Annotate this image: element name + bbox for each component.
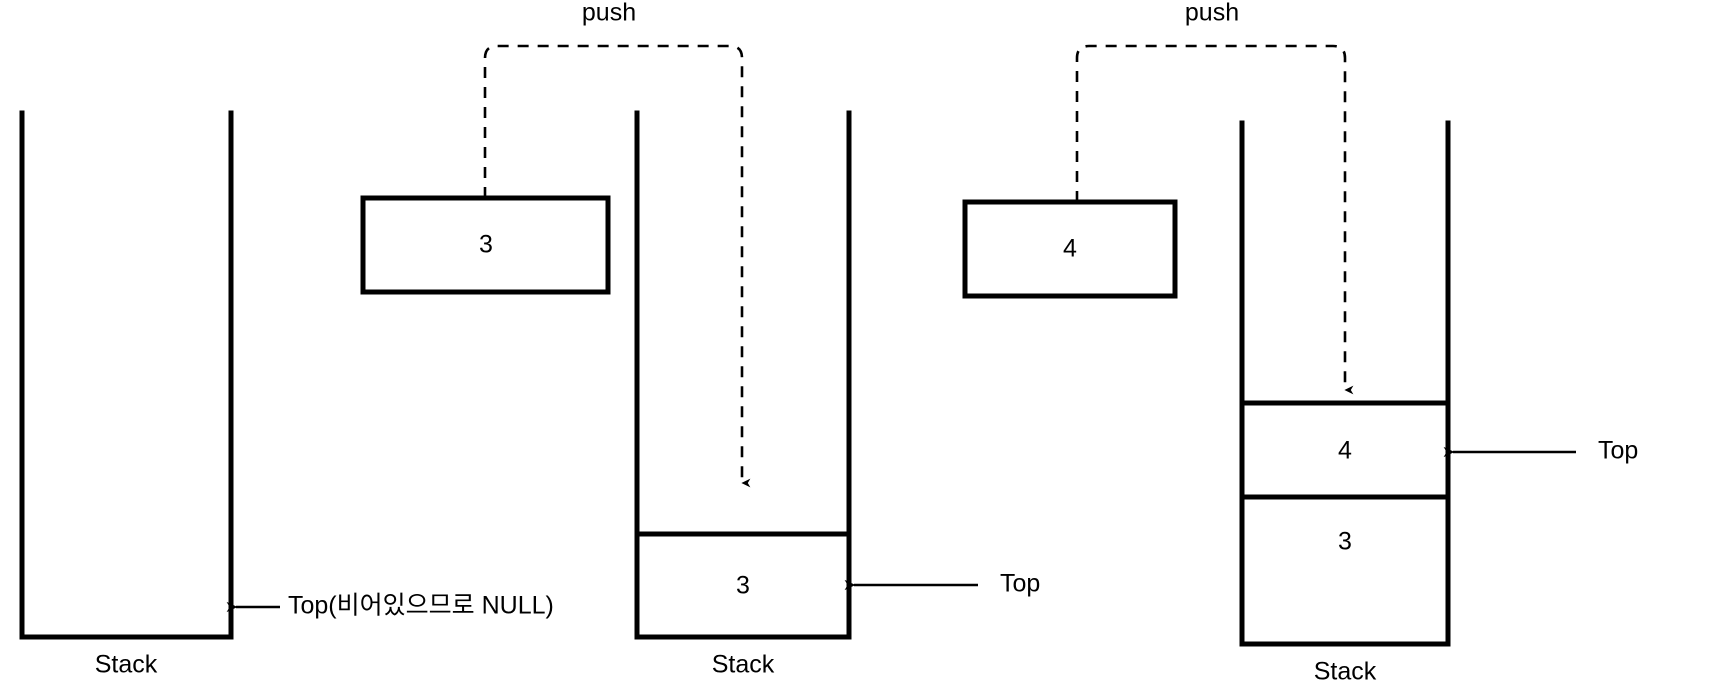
panel-push-3: push 3 3 Top Stack [360,0,1040,679]
top-pointer-label-3: Top [1598,437,1638,465]
incoming-value-box-3 [962,199,1178,299]
top-pointer-label-1: Top(비어있으므로 NULL) [288,592,554,620]
incoming-value-text-2: 3 [479,231,493,259]
stack-container-outline-1 [19,110,234,640]
stack-cell-value-3-0: 4 [1338,437,1352,465]
push-operation-label-3: push [1185,0,1239,27]
stack-cell-value-3-1: 3 [1338,528,1352,556]
stack-cell-value-2-0: 3 [736,572,750,600]
top-pointer-label-2: Top [1000,570,1040,598]
stack-caption-2: Stack [712,651,775,679]
push-operation-label-2: push [582,0,636,27]
push-flow-arrow-2 [483,44,751,488]
stack-container-outline-2 [634,110,852,640]
panel-push-4: push 4 4 3 Top Stack [962,0,1638,686]
stack-caption-1: Stack [95,651,158,679]
stack-container-outline-3 [1239,120,1451,647]
incoming-value-text-3: 4 [1063,235,1077,263]
stack-caption-3: Stack [1314,658,1377,686]
panel-empty-stack: Top(비어있으므로 NULL) Stack [19,110,554,679]
incoming-value-box-2 [360,195,611,295]
push-flow-arrow-3 [1075,44,1354,395]
